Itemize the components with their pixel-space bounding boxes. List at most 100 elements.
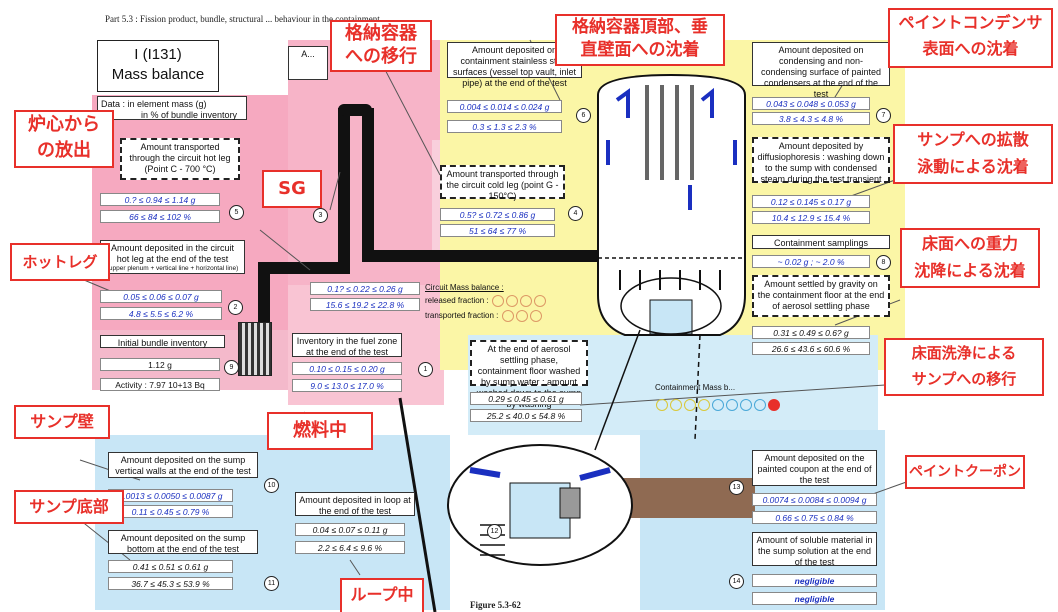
box-cold-leg-transported: Amount transported through the circuit c… (440, 165, 565, 201)
sump-bottom-percent: 36.7 ≤ 45.3 ≤ 53.9 % (108, 577, 233, 590)
box-fuel-zone-label: Inventory in the fuel zone at the end of… (296, 336, 398, 357)
sump-bottom-mass: 0.41 ≤ 0.51 ≤ 0.61 g (108, 560, 233, 573)
box-top-small-label: A... (301, 49, 315, 59)
containment-mass-balance: Containment Mass b... (655, 383, 855, 411)
cold-leg-circuit-mass: 0.1? ≤ 0.22 ≤ 0.26 g (310, 282, 420, 295)
box-painted-coupon: Amount deposited on the painted coupon a… (752, 450, 877, 486)
containment-balance-dots (655, 399, 855, 411)
box-painted-condensers-label: Amount deposited on condensing and non-c… (760, 45, 882, 99)
painted-condensers-mass: 0.043 ≤ 0.048 ≤ 0.053 g (752, 97, 870, 110)
floor-washing-mass: 0.29 ≤ 0.45 ≤ 0.61 g (470, 392, 582, 405)
initial-inventory-mass: 1.12 g (100, 358, 220, 371)
box-hot-leg-transported: Amount transported through the circuit h… (120, 138, 240, 180)
box-floor-washing: At the end of aerosol settling phase, co… (470, 340, 588, 409)
box-painted-coupon-label: Amount deposited on the painted coupon a… (757, 453, 872, 485)
cold-leg-vertical-pipe (362, 108, 374, 258)
box-hot-leg-deposited-label: Amount deposited in the circuit hot leg … (110, 243, 235, 264)
hot-leg-deposited-mass: 0.05 ≤ 0.06 ≤ 0.07 g (100, 290, 222, 303)
box-hot-leg-deposited-sub: (upper plenum + vertical line + horizont… (106, 265, 239, 272)
box-sump-walls-label: Amount deposited on the sump vertical wa… (115, 455, 251, 476)
diffusiophoresis-mass: 0.12 ≤ 0.145 ≤ 0.17 g (752, 195, 870, 208)
balance-dot (754, 399, 766, 411)
cold-leg-horizontal-pipe (362, 250, 674, 262)
box-top-small: A... (288, 46, 328, 80)
box-initial-inventory-label: Initial bundle inventory (117, 338, 208, 348)
hot-leg-vertical-pipe (338, 108, 350, 273)
box-soluble-material: Amount of soluble material in the sump s… (752, 532, 877, 567)
box-initial-inventory: Initial bundle inventory (100, 335, 225, 348)
data-legend: Data : in element mass (g) in % of bundl… (97, 96, 247, 120)
data-legend-line1: Data : in element mass (g) (101, 99, 207, 109)
soluble-material-mass: negligible (752, 574, 877, 587)
balance-dot (740, 399, 752, 411)
mass-balance-isotope: I (I131) (134, 46, 182, 63)
marker-8: 8 (876, 255, 891, 270)
box-containment-samplings-label: Containment samplings (773, 238, 869, 248)
box-cold-leg-transported-label: Amount transported through the circuit c… (446, 169, 559, 201)
marker-14: 14 (729, 574, 744, 589)
balance-dot (656, 399, 668, 411)
gravity-settling-mass: 0.31 ≤ 0.49 ≤ 0.6? g (752, 326, 870, 339)
circuit-mass-balance: Circuit Mass balance : released fraction… (425, 283, 565, 322)
containment-vessel (597, 73, 746, 336)
callout-top-wall-deposit: 格納容器頂部、垂 直壁面への沈着 (555, 14, 725, 66)
diffusiophoresis-percent: 10.4 ≤ 12.9 ≤ 15.4 % (752, 211, 870, 224)
cold-leg-transported-percent: 51 ≤ 64 ≤ 77 % (440, 224, 555, 237)
painted-coupon-mass: 0.0074 ≤ 0.0084 ≤ 0.0094 g (752, 493, 877, 506)
box-containment-steel-label: Amount deposited on containment stainles… (452, 45, 577, 88)
loop-deposit-mass: 0.04 ≤ 0.07 ≤ 0.11 g (295, 523, 405, 536)
balance-dot (670, 399, 682, 411)
box-hot-leg-deposited: Amount deposited in the circuit hot leg … (100, 240, 245, 274)
balance-dot (726, 399, 738, 411)
transported-dot (515, 310, 528, 322)
box-soluble-material-label: Amount of soluble material in the sump s… (756, 535, 873, 567)
containment-samplings-value: ~ 0.02 g ; ~ 2.0 % (752, 255, 870, 268)
circuit-balance-transported: transported fraction : (425, 310, 565, 322)
soluble-material-percent: negligible (752, 592, 877, 605)
callout-loop: ループ中 (340, 578, 424, 612)
mass-balance-title: I (I131) Mass balance (97, 40, 219, 92)
cold-leg-circuit-percent: 15.6 ≤ 19.2 ≤ 22.8 % (310, 298, 420, 311)
callout-floor-wash: 床面洗浄による サンプへの移行 (884, 338, 1044, 396)
marker-3: 3 (313, 208, 328, 223)
figure-caption: Figure 5.3-62 (470, 600, 521, 610)
released-dot (533, 295, 546, 307)
box-diffusiophoresis: Amount deposited by diffusiophoresis : w… (752, 137, 890, 184)
marker-1: 1 (418, 362, 433, 377)
callout-sump-wall: サンプ壁 (14, 405, 110, 439)
core-riser-pipe (258, 262, 270, 322)
mass-balance-label: Mass balance (111, 66, 205, 83)
circuit-balance-title: Circuit Mass balance : (425, 283, 504, 292)
box-containment-samplings: Containment samplings (752, 235, 890, 249)
callout-sg: SG (262, 170, 322, 208)
marker-13: 13 (729, 480, 744, 495)
marker-7: 7 (876, 108, 891, 123)
sump-walls-percent: 0.11 ≤ 0.45 ≤ 0.79 % (108, 505, 233, 518)
containment-balance-title: Containment Mass b... (655, 383, 736, 392)
released-dot (505, 295, 518, 307)
data-legend-line2: in % of bundle inventory (141, 110, 238, 120)
callout-sump-bottom: サンプ底部 (14, 490, 124, 524)
callout-painted-coupon: ペイントクーポン (905, 455, 1025, 489)
callout-paint-condenser: ペイントコンデンサ 表面への沈着 (888, 8, 1053, 68)
transported-fraction-label: transported fraction : (425, 311, 499, 321)
released-fraction-label: released fraction : (425, 296, 489, 306)
circuit-balance-released: released fraction : (425, 295, 565, 307)
marker-6: 6 (576, 108, 591, 123)
marker-4: 4 (568, 206, 583, 221)
box-sump-bottom-label: Amount deposited on the sump bottom at t… (120, 533, 246, 554)
balance-dot (684, 399, 696, 411)
box-gravity-settling-label: Amount settled by gravity on the contain… (757, 279, 885, 311)
callout-floor-gravity: 床面への重力 沈降による沈着 (900, 228, 1040, 288)
balance-dot (698, 399, 710, 411)
hot-leg-deposited-percent: 4.8 ≤ 5.5 ≤ 6.2 % (100, 307, 222, 320)
balance-dot (712, 399, 724, 411)
marker-9: 9 (224, 360, 239, 375)
initial-inventory-activity: Activity : 7.97 10+13 Bq (100, 378, 220, 391)
painted-coupon-percent: 0.66 ≤ 0.75 ≤ 0.84 % (752, 511, 877, 524)
box-sump-walls: Amount deposited on the sump vertical wa… (108, 452, 258, 478)
callout-sump-diffusion: サンプへの拡散 泳動による沈着 (893, 124, 1053, 184)
marker-2: 2 (228, 300, 243, 315)
marker-11: 11 (264, 576, 279, 591)
containment-steel-percent: 0.3 ≤ 1.3 ≤ 2.3 % (447, 120, 562, 133)
